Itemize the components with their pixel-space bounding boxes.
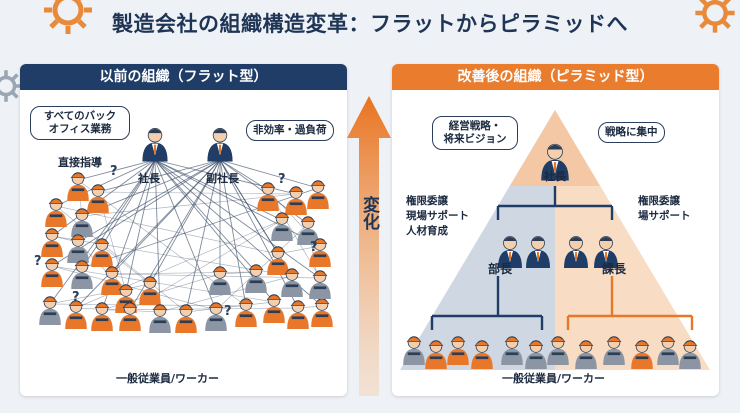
- manager-figure: [207, 128, 232, 161]
- change-label: 変化: [354, 196, 384, 237]
- worker-figure: [263, 295, 285, 323]
- delegation-left-text: 権限委譲 現場サポート 人材育成: [406, 194, 469, 239]
- page-title: 製造会社の組織構造変革：フラットからピラミッドへ: [0, 8, 740, 38]
- question-mark: ?: [278, 172, 286, 187]
- question-mark: ?: [110, 164, 118, 179]
- worker-figure: [311, 299, 333, 327]
- vice-president-label: 副社長: [206, 170, 239, 186]
- worker-figure: [285, 187, 307, 215]
- pyramid-organization-panel: 改善後の組織（ピラミッド型） 経営戦略・ 将来ビジョン 戦略に集中 社長 権限委…: [392, 64, 719, 396]
- flat-organization-header: 以前の組織（フラット型）: [20, 64, 347, 90]
- back-office-bubble: すべてのバック オフィス業務: [30, 106, 130, 140]
- question-mark: ?: [224, 304, 232, 319]
- strategy-vision-bubble: 経営戦略・ 将来ビジョン: [432, 116, 518, 150]
- focus-strategy-bubble: 戦略に集中: [598, 122, 665, 143]
- pyramid-organization-header: 改善後の組織（ピラミッド型）: [392, 64, 719, 90]
- worker-figure: [91, 303, 113, 331]
- president-label: 社長: [544, 168, 566, 184]
- worker-figure: [41, 259, 63, 287]
- worker-figure: [149, 305, 171, 333]
- direct-instruction-label: 直接指導: [58, 154, 102, 170]
- worker-figure: [257, 183, 279, 211]
- worker-figure: [39, 297, 61, 325]
- question-mark: ?: [72, 290, 80, 305]
- section-manager-label: 課長: [602, 260, 626, 277]
- department-manager-label: 部長: [488, 260, 512, 277]
- worker-figure: [41, 229, 63, 257]
- worker-figure: [235, 299, 257, 327]
- president-label: 社長: [138, 170, 160, 186]
- workers-label: 一般従業員/ワーカー: [116, 370, 219, 386]
- worker-figure: [309, 271, 331, 299]
- gear-icon: [40, 0, 96, 38]
- worker-figure: [71, 261, 93, 289]
- up-arrow-icon: [347, 96, 391, 396]
- question-mark: ?: [310, 240, 318, 255]
- worker-figure: [307, 181, 329, 209]
- worker-figure: [101, 267, 123, 295]
- gear-icon: [690, 0, 740, 38]
- worker-figure: [67, 173, 89, 201]
- question-mark: ?: [34, 254, 42, 269]
- flat-organization-panel: 以前の組織（フラット型） すべてのバック オフィス業務 直接指導 非効率・過負荷…: [20, 64, 347, 396]
- worker-figure: [287, 301, 309, 329]
- overload-bubble: 非効率・過負荷: [246, 120, 334, 141]
- delegation-right-text: 権限委譲 場サポート: [638, 194, 691, 224]
- manager-figure: [142, 128, 167, 161]
- workers-label: 一般従業員/ワーカー: [502, 370, 605, 386]
